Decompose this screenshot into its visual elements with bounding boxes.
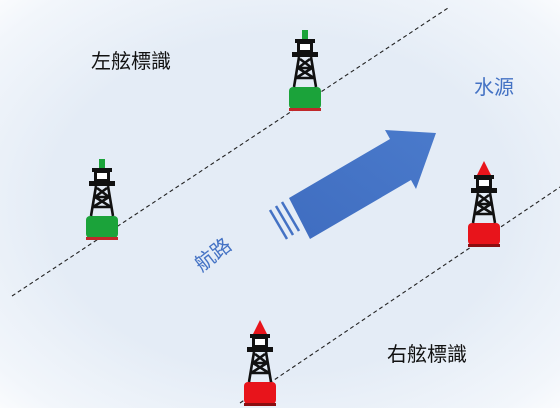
- upstream-label: 水源: [474, 75, 514, 99]
- port-buoy-label: 左舷標識: [91, 49, 171, 73]
- upstream-arrow: [268, 130, 436, 240]
- channel-boundary-right: [239, 186, 560, 404]
- channel-boundary-left: [11, 7, 449, 297]
- starboard-buoy-label: 右舷標識: [387, 342, 467, 366]
